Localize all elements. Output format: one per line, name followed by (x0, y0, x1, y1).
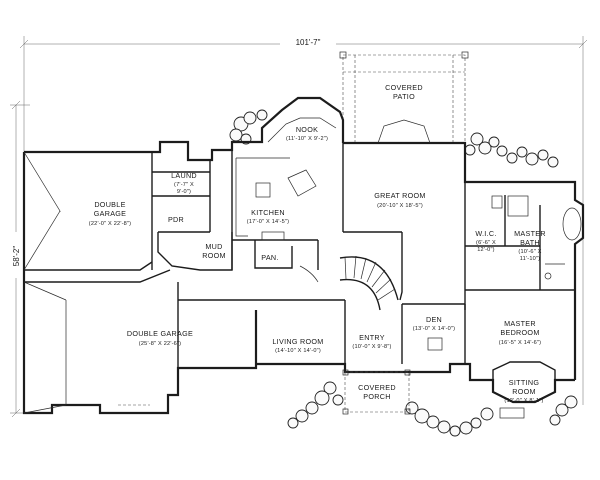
den-label: DEN (426, 315, 442, 324)
sitting-room-size: (12'-0" X 8'-1") (504, 398, 543, 404)
master-bedroom-size: (16'-5" X 14'-6") (499, 340, 541, 346)
kitchen-label: KITCHEN (251, 208, 285, 217)
garage-roof-lines (23, 151, 150, 414)
double-garage-2-label: DOUBLE GARAGE (127, 329, 193, 338)
overall-depth-dimension: 58'-2" (8, 100, 30, 418)
overall-depth-label: 58'-2" (12, 246, 21, 267)
covered-porch-area (342, 369, 411, 415)
kitchen-size: (17'-0" X 14'-5") (247, 219, 289, 225)
covered-porch-label-2: PORCH (363, 392, 390, 401)
master-bath-size-a: (10'-6" X (518, 249, 541, 255)
master-bath-fixtures (491, 195, 582, 280)
covered-patio-label-1: COVERED (385, 83, 423, 92)
entry-size: (10'-0" X 9'-8") (352, 344, 391, 350)
living-room-size: (14'-10" X 14'-0") (275, 348, 321, 354)
fireplace (377, 119, 431, 144)
den-furniture (427, 337, 443, 351)
covered-porch-label-1: COVERED (358, 383, 396, 392)
master-bath-label-2: BATH (520, 238, 540, 247)
master-bedroom-label-1: MASTER (504, 319, 536, 328)
landscaping-shrubs (229, 109, 578, 437)
pdr-label: PDR (168, 215, 184, 224)
overall-width-dimension: 101'-7" (19, 36, 588, 60)
nook-size: (11'-10" X 9'-2") (286, 136, 328, 142)
double-garage-1-label-1: DOUBLE (94, 200, 125, 209)
laundry-size-a: (7'-7" X (174, 182, 194, 188)
sitting-room-label-1: SITTING (509, 378, 540, 387)
master-bath-label-1: MASTER (514, 229, 546, 238)
overall-width-label: 101'-7" (296, 38, 321, 47)
interior-walls (24, 143, 575, 368)
nook-bay (267, 117, 337, 143)
wic-label: W.I.C. (475, 229, 496, 238)
great-room-label: GREAT ROOM (374, 191, 425, 200)
sitting-room-label-2: ROOM (512, 387, 536, 396)
den-size: (13'-0" X 14'-0") (413, 326, 455, 332)
master-bath-size-b: 11'-10") (520, 256, 540, 262)
laundry-label: LAUND (171, 171, 197, 180)
wic-size-a: (6'-6" X (476, 240, 496, 246)
room-labels: COVERED PATIO NOOK (11'-10" X 9'-2") GRE… (89, 83, 546, 404)
mud-room-label-1: MUD (205, 242, 222, 251)
nook-label: NOOK (296, 125, 318, 134)
double-garage-1-size: (22'-0" X 22'-8") (89, 221, 131, 227)
wic-size-b: 12'-0") (477, 247, 495, 253)
double-garage-2-size: (25'-8" X 22'-6") (139, 341, 181, 347)
exterior-walls (22, 96, 585, 415)
great-room-size: (20'-10" X 18'-5") (377, 203, 423, 209)
laundry-size-b: 9'-0") (177, 189, 191, 195)
mud-room-label-2: ROOM (202, 251, 226, 260)
living-room-label: LIVING ROOM (272, 337, 323, 346)
entry-label: ENTRY (359, 333, 385, 342)
curved-staircase (299, 255, 399, 311)
master-bedroom-label-2: BEDROOM (500, 328, 539, 337)
covered-patio-label-2: PATIO (393, 92, 415, 101)
kitchen-counters (235, 157, 317, 241)
sitting-room-bay (492, 361, 556, 419)
double-garage-1-label-2: GARAGE (94, 209, 127, 218)
pantry-label: PAN. (261, 253, 278, 262)
